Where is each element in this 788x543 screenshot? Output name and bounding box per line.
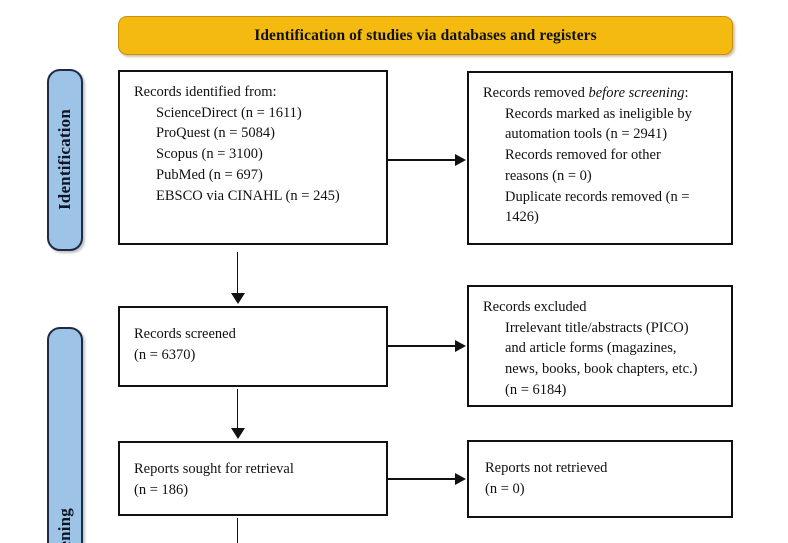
box-records-identified-heading: Records identified from: xyxy=(134,84,277,100)
box-records-removed-heading-tail: : xyxy=(684,85,689,101)
box-records-removed-heading-italic: before screening xyxy=(588,85,685,101)
box-reports-sought-heading: Reports sought for retrieval xyxy=(134,461,294,477)
box-records-identified-item: PubMed (n = 697) xyxy=(156,166,263,183)
section-banner-identification: Identification of studies via databases … xyxy=(118,16,733,55)
box-records-removed-item: Records removed for other xyxy=(505,147,661,164)
arrowhead-down-icon xyxy=(230,428,245,439)
connector-identified-to-screened xyxy=(236,252,239,294)
box-records-screened: Records screened (n = 6370) xyxy=(118,306,388,387)
box-records-excluded-heading: Records excluded xyxy=(483,299,587,315)
box-records-removed-item: reasons (n = 0) xyxy=(505,167,592,184)
stage-tab-screening-label: Screening xyxy=(55,508,75,543)
banner-title: Identification of studies via databases … xyxy=(254,26,597,44)
box-records-identified-item: EBSCO via CINAHL (n = 245) xyxy=(156,187,340,204)
stage-tab-identification: Identification xyxy=(47,69,83,251)
connector-sought-to-not-retrieved xyxy=(388,478,456,480)
box-records-removed-item: automation tools (n = 2941) xyxy=(505,126,668,143)
box-records-excluded-item: and article forms (magazines, xyxy=(505,340,677,357)
connector-screened-to-excluded xyxy=(388,345,456,347)
arrowhead-right-icon xyxy=(455,472,466,485)
arrowhead-right-icon xyxy=(455,153,466,166)
box-records-removed-heading: Records removed before screening: xyxy=(483,83,719,104)
box-reports-sought: Reports sought for retrieval (n = 186) xyxy=(118,441,388,516)
arrowhead-down-icon xyxy=(230,293,245,304)
box-records-screened-count: (n = 6370) xyxy=(134,346,196,363)
box-records-removed-item: Records marked as ineligible by xyxy=(505,105,692,122)
stage-tab-screening: Screening xyxy=(47,327,83,543)
box-records-excluded-item: (n = 6184) xyxy=(505,381,567,398)
arrowhead-right-icon xyxy=(455,339,466,352)
box-reports-not-retrieved: Reports not retrieved (n = 0) xyxy=(467,440,733,518)
box-records-excluded: Records excluded Irrelevant title/abstra… xyxy=(467,285,733,407)
box-records-identified-item: ScienceDirect (n = 1611) xyxy=(156,104,302,121)
box-records-identified-item: ProQuest (n = 5084) xyxy=(156,125,275,142)
box-records-screened-heading: Records screened xyxy=(134,326,236,342)
box-reports-not-retrieved-heading: Reports not retrieved xyxy=(485,460,608,476)
box-records-removed: Records removed before screening: Record… xyxy=(467,71,733,245)
box-records-removed-item: 1426) xyxy=(505,209,539,226)
box-records-identified: Records identified from: ScienceDirect (… xyxy=(118,70,388,245)
connector-sought-to-next-clipped xyxy=(236,518,239,543)
box-reports-not-retrieved-count: (n = 0) xyxy=(485,480,525,497)
connector-identified-to-removed xyxy=(388,159,456,161)
box-records-removed-heading-plain: Records removed xyxy=(483,85,589,101)
box-records-identified-item: Scopus (n = 3100) xyxy=(156,146,263,163)
box-records-excluded-item: news, books, book chapters, etc.) xyxy=(505,361,698,378)
connector-screened-to-sought xyxy=(236,389,239,429)
box-reports-sought-count: (n = 186) xyxy=(134,481,189,498)
box-records-removed-item: Duplicate records removed (n = xyxy=(505,188,690,205)
box-records-excluded-item: Irrelevant title/abstracts (PICO) xyxy=(505,319,689,336)
stage-tab-identification-label: Identification xyxy=(55,109,74,211)
